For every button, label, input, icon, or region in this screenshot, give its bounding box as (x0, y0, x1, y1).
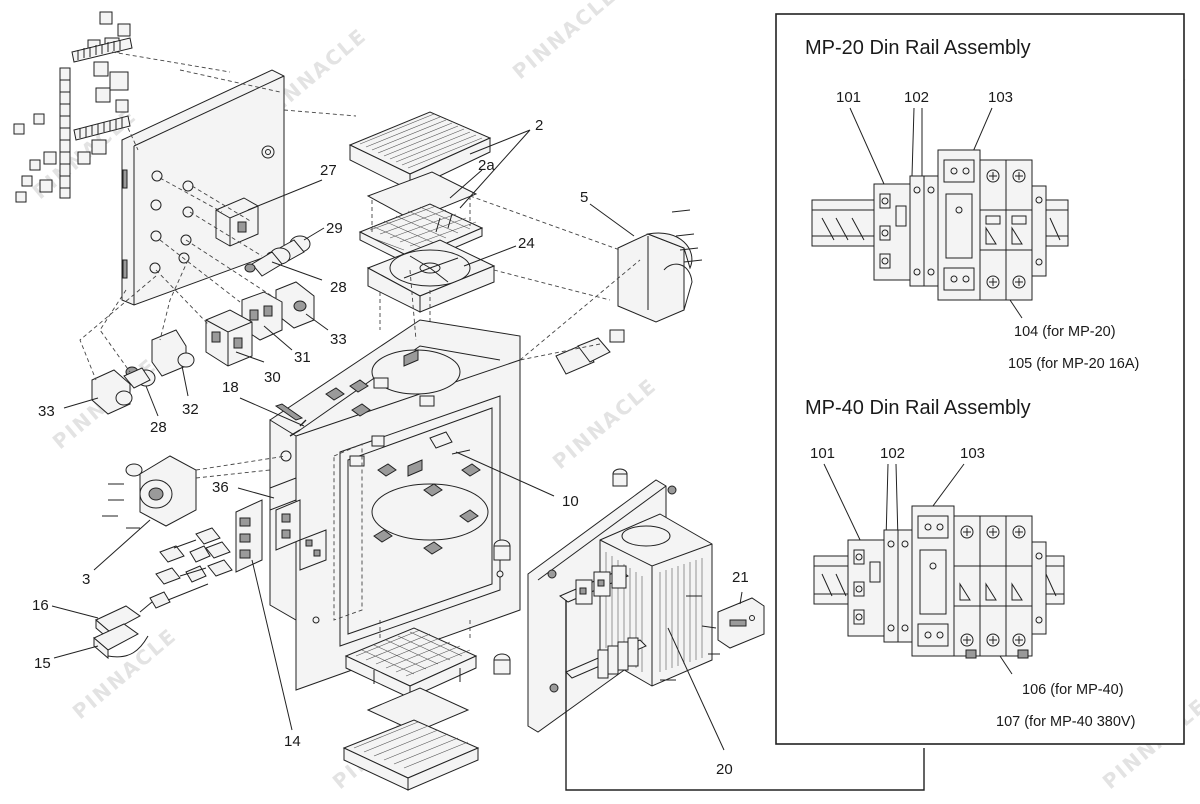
callout-labels: 2 2a 24 5 27 29 28 33 31 30 32 33 28 18 … (32, 117, 749, 778)
mp40-end-clamp (1031, 541, 1047, 635)
callout-33: 33 (330, 331, 347, 348)
enclosure-body (269, 319, 521, 691)
mp40-note-106: 106 (for MP-40) (1022, 682, 1124, 698)
pushbutton-block-33 (275, 281, 315, 329)
terminal-strip-mid (73, 115, 131, 141)
mp40-callout-103: 103 (960, 445, 985, 462)
callout-33: 33 (38, 403, 55, 420)
callout-30: 30 (264, 369, 281, 386)
terminal-strip-top (71, 37, 133, 63)
pilot-light-28 (244, 247, 291, 277)
watermark: PINNACLE (548, 373, 662, 474)
label-sheet-group (13, 11, 133, 203)
pushbutton-33-lower (91, 369, 133, 415)
callout-28: 28 (150, 419, 167, 436)
callout-29: 29 (326, 220, 343, 237)
callout-3: 3 (82, 571, 90, 588)
mp20-end-clamp (1031, 185, 1047, 277)
mp20-note-104: 104 (for MP-20) (1014, 324, 1116, 340)
callout-18: 18 (222, 379, 239, 396)
din-rail-terminals (565, 637, 647, 679)
mp40-power-supply-103 (911, 505, 955, 657)
mp20-breaker-104 (979, 159, 1033, 301)
pilot-light-32 (151, 329, 195, 377)
callout-16: 16 (32, 597, 49, 614)
callout-28: 28 (330, 279, 347, 296)
side-connectors (149, 527, 233, 609)
mp40-note-107: 107 (for MP-40 380V) (996, 714, 1135, 730)
callout-leaders (51, 129, 743, 751)
callout-36: 36 (212, 479, 229, 496)
wire-leads (79, 177, 279, 381)
callout-27: 27 (320, 162, 337, 179)
watermark: PINNACLE (508, 0, 622, 84)
callout-31: 31 (294, 349, 311, 366)
callout-2: 2 (535, 117, 543, 134)
inset-leader-frame (565, 600, 925, 791)
callout-14: 14 (284, 733, 301, 750)
mp40-breaker-106 (953, 515, 1033, 659)
fan-unit (366, 239, 496, 313)
rear-gland-10 (429, 329, 625, 455)
hood-5 (617, 209, 703, 323)
mp20-title: MP-20 Din Rail Assembly (805, 37, 1031, 59)
connector-plate-36 (269, 477, 301, 551)
enclosure-gland-plate (299, 529, 327, 571)
mp20-callout-101: 101 (836, 89, 861, 106)
mp20-callout-103: 103 (988, 89, 1013, 106)
bottom-filter-stack (342, 627, 480, 791)
mp20-note-105: 105 (for MP-20 16A) (1008, 356, 1139, 372)
din-rail-inset: MP-20 Din Rail Assembly 101 102 103 (775, 13, 1185, 745)
callout-24: 24 (518, 235, 535, 252)
mp40-callout-102: 102 (880, 445, 905, 462)
mp40-title: MP-40 Din Rail Assembly (805, 397, 1031, 419)
enclosure-standoffs (325, 379, 481, 555)
panel-standoffs (493, 468, 628, 675)
door-holes (149, 170, 194, 274)
remote-keypad-21 (717, 597, 765, 649)
callout-20: 20 (716, 761, 733, 778)
mp20-terminals-102 (909, 175, 939, 287)
bottom-fan-guard (344, 627, 478, 699)
callout-15: 15 (34, 655, 51, 672)
back-panel-assembly (493, 468, 720, 733)
callout-32: 32 (182, 401, 199, 418)
top-filter-fan-stack (348, 111, 496, 350)
front-door-panel (111, 51, 285, 306)
filter-mat (366, 171, 478, 221)
plug-15 (93, 623, 149, 660)
callout-10: 10 (562, 493, 579, 510)
callout-21: 21 (732, 569, 749, 586)
mp40-callout-101: 101 (810, 445, 835, 462)
pushbutton-28-lower (123, 366, 156, 389)
mp20-callout-102: 102 (904, 89, 929, 106)
connector-plate-14 (235, 499, 263, 573)
contact-block-30 (205, 309, 253, 367)
mp20-end-stop-101 (873, 183, 911, 281)
callout-5: 5 (580, 189, 588, 206)
callout-2a: 2a (478, 157, 495, 174)
power-inlet (102, 455, 287, 529)
mp40-end-stop-101 (847, 539, 885, 637)
mp20-power-supply-103 (937, 149, 999, 301)
mp40-terminals-102 (883, 529, 913, 643)
bottom-filter-grille (342, 719, 480, 791)
alignment-lines (179, 69, 641, 640)
